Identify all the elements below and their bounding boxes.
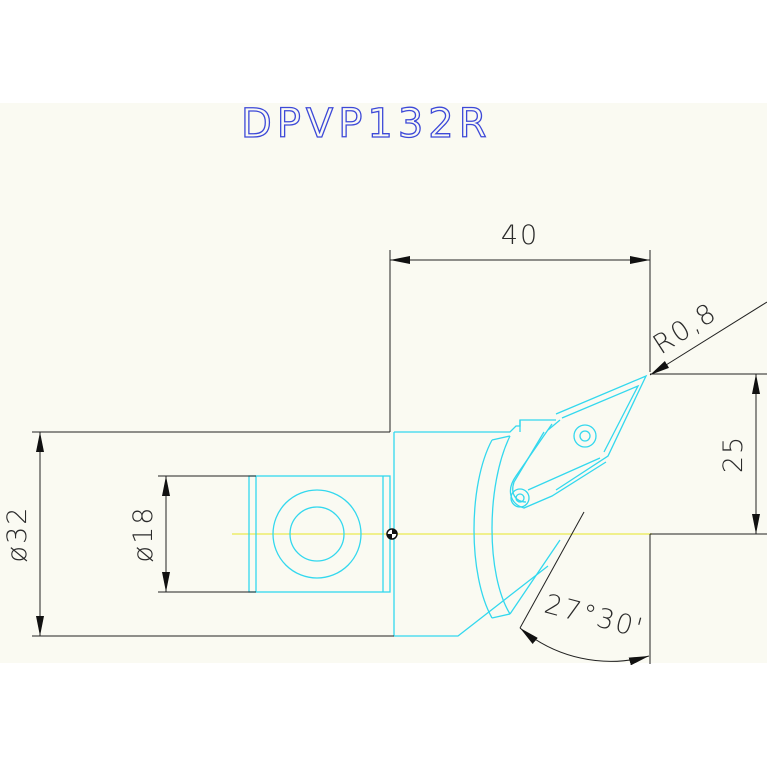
insert-screw-outer: [573, 424, 597, 448]
dim-outer-diameter-label: ø32: [2, 506, 33, 563]
tool-body: [248, 374, 648, 637]
dim-length-label: 40: [501, 220, 539, 251]
insert-screw-inner: [579, 430, 591, 442]
dim-inner-diameter-label: ø18: [128, 506, 159, 563]
origin-marker: [386, 528, 398, 540]
cutting-insert: [555, 374, 648, 491]
dim-radius-label: R0,8: [648, 297, 723, 361]
shank-screw-outer: [272, 489, 362, 579]
angle-reference-line: [519, 511, 585, 629]
angle-arc: [519, 627, 650, 666]
dim-angle-label: 27°30': [541, 589, 647, 645]
drawing-title: DPVP132R: [241, 101, 492, 147]
shank-screw-inner: [289, 506, 345, 562]
radius-leader: [649, 301, 767, 376]
dim-height-label: 25: [718, 435, 749, 473]
